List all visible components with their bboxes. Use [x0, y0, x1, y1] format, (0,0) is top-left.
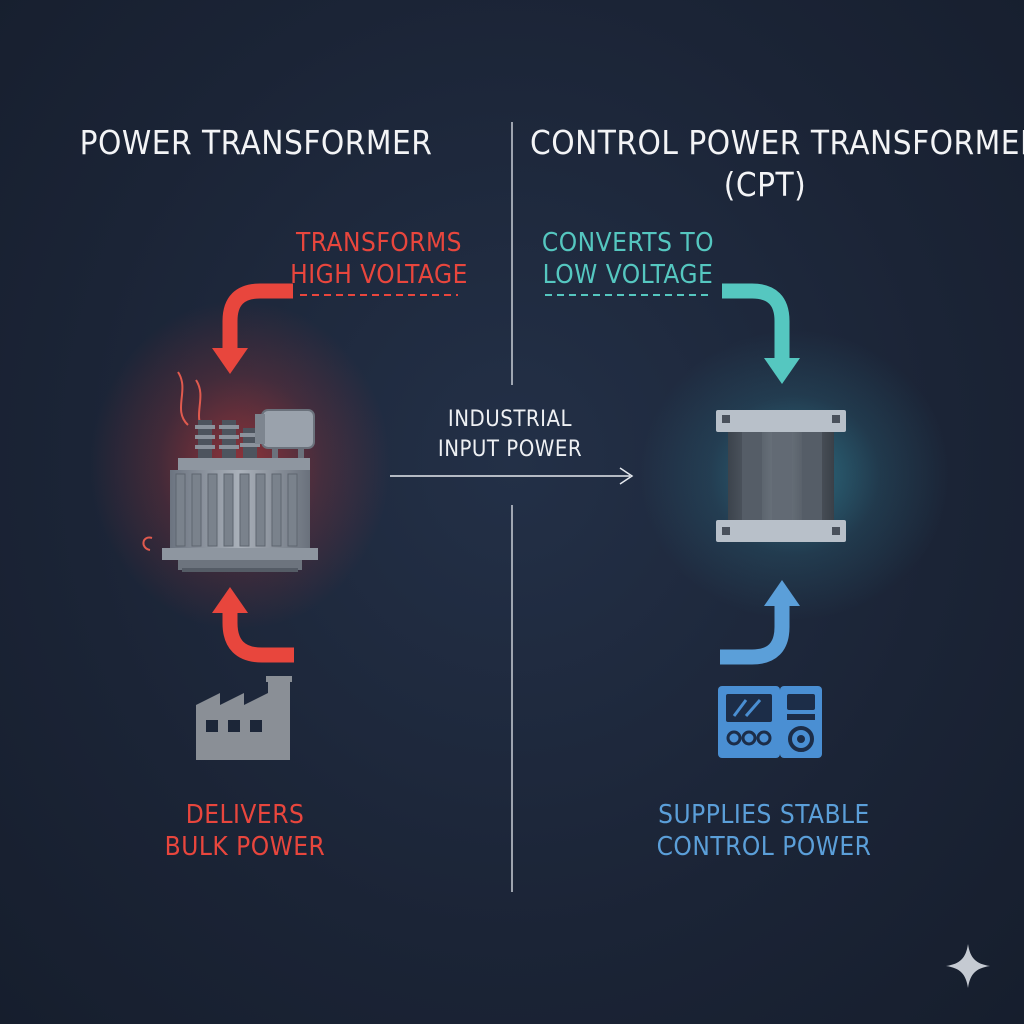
left-top-label-line1: TRANSFORMS	[296, 228, 462, 258]
center-arrow-icon	[390, 467, 634, 485]
power-transformer-icon	[142, 371, 318, 572]
center-label-line2: INPUT POWER	[437, 437, 583, 462]
right-top-label-line1: CONVERTS TO	[541, 228, 715, 258]
center-label-line1: INDUSTRIAL	[447, 407, 573, 432]
blue-up-arrow-icon	[720, 580, 800, 665]
left-bottom-label-line2: BULK POWER	[164, 832, 326, 862]
red-down-arrow-icon	[212, 283, 293, 374]
left-top-label-line2: HIGH VOLTAGE	[290, 260, 468, 290]
right-bottom-label-line1: SUPPLIES STABLE	[658, 800, 870, 830]
sparkle-icon	[946, 944, 990, 988]
factory-icon	[196, 676, 292, 760]
control-panel-icon	[718, 686, 822, 758]
red-up-arrow-icon	[212, 587, 294, 663]
control-power-transformer-icon	[716, 410, 846, 542]
right-title-line2: (CPT)	[723, 165, 807, 204]
right-top-label-line2: LOW VOLTAGE	[542, 260, 714, 290]
left-title: POWER TRANSFORMER	[79, 123, 433, 162]
right-bottom-label-line2: CONTROL POWER	[656, 832, 872, 862]
right-title-line1: CONTROL POWER TRANSFORMER	[530, 123, 1024, 162]
left-bottom-label-line1: DELIVERS	[185, 800, 305, 830]
teal-down-arrow-icon	[722, 283, 800, 384]
